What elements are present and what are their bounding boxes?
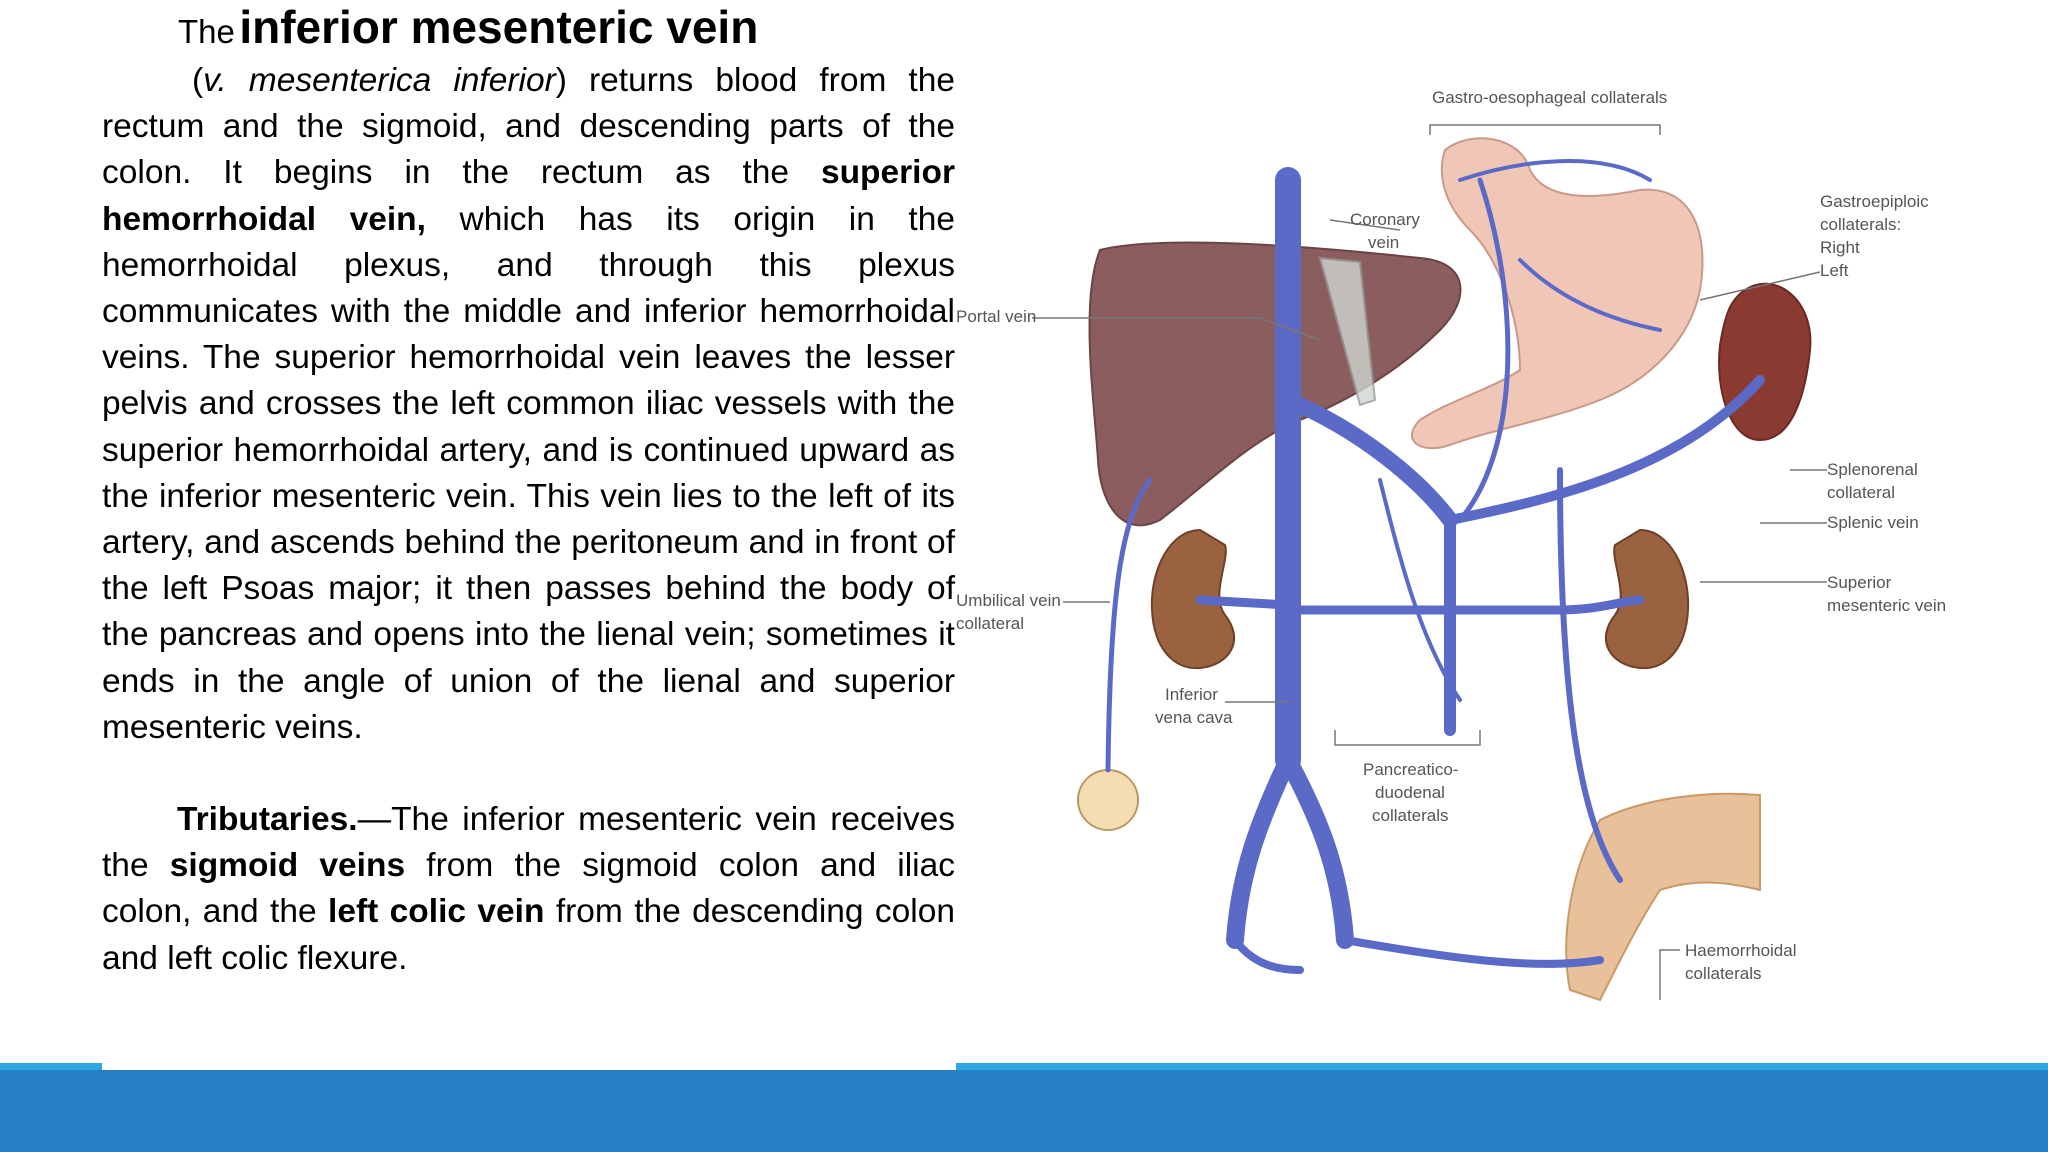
label-pancreatico-1: Pancreatico-	[1363, 760, 1458, 779]
label-haemorrhoidal-1: Haemorrhoidal	[1685, 941, 1797, 960]
label-coronary-2: vein	[1368, 233, 1399, 252]
label-splenorenal-1: Splenorenal	[1827, 460, 1918, 479]
paragraph-tributaries: Tributaries.—The inferior mesenteric vei…	[102, 797, 955, 982]
paragraph2-bold-3: left colic vein	[328, 893, 545, 931]
label-coronary-1: Coronary	[1350, 210, 1420, 229]
slide-title: The inferior mesenteric vein	[178, 0, 958, 60]
title-prefix: The	[178, 13, 235, 50]
label-umbilical-1: Umbilical vein	[956, 591, 1061, 610]
body-text: (v. mesenterica inferior) returns blood …	[102, 58, 955, 982]
paragraph1-bold-1: superior hemorrhoidal vein,	[102, 154, 955, 238]
label-gastroepiploic-4: Left	[1820, 261, 1849, 280]
paragraph2-bold-2: sigmoid veins	[169, 847, 406, 885]
stomach-illustration	[1410, 137, 1704, 450]
paragraph-description: (v. mesenterica inferior) returns blood …	[102, 58, 955, 751]
umbilicus-illustration	[1077, 769, 1139, 831]
footer-stripe-left	[0, 1063, 102, 1070]
paragraph2-text-1: —The inferior mesenteric vein receives t…	[102, 801, 955, 885]
label-ivc-1: Inferior	[1165, 685, 1218, 704]
label-gastro-oesophageal: Gastro-oesophageal collaterals	[1432, 88, 1667, 107]
label-umbilical-2: collateral	[956, 614, 1024, 633]
spleen-illustration	[1718, 282, 1812, 442]
paragraph2-text-2: from the sigmoid colon and iliac colon, …	[102, 847, 955, 931]
right-kidney-illustration	[1604, 528, 1690, 670]
gallbladder	[1318, 256, 1377, 407]
title-main: inferior mesenteric vein	[239, 1, 759, 53]
tributaries-heading: Tributaries.	[177, 801, 358, 839]
left-kidney-illustration	[1150, 528, 1236, 670]
label-pancreatico-3: collaterals	[1372, 806, 1449, 825]
label-gastroepiploic-3: Right	[1820, 238, 1860, 257]
footer-bar	[0, 1070, 2048, 1152]
open-paren: (	[192, 62, 204, 99]
portal-collaterals-figure: Gastro-oesophageal collaterals Coronary …	[955, 60, 1965, 1050]
label-splenic-vein: Splenic vein	[1827, 513, 1919, 532]
paragraph1-text-2: which has its origin in the hemorrhoidal…	[102, 200, 955, 746]
paragraph2-text-3: from the descending colon and left colic…	[102, 893, 956, 977]
label-superior-mesenteric-2: mesenteric vein	[1827, 596, 1946, 615]
vein-network	[1105, 159, 1765, 974]
label-gastroepiploic-2: collaterals:	[1820, 215, 1901, 234]
label-gastroepiploic-1: Gastroepiploic	[1820, 192, 1929, 211]
label-splenorenal-2: collateral	[1827, 483, 1895, 502]
latin-name: v. mesenterica inferior	[203, 62, 556, 99]
colon-illustration	[1565, 792, 1761, 1002]
label-ivc-2: vena cava	[1155, 708, 1233, 727]
label-superior-mesenteric-1: Superior	[1827, 573, 1892, 592]
label-haemorrhoidal-2: collaterals	[1685, 964, 1762, 983]
footer-stripe-right	[956, 1063, 2048, 1070]
paragraph1-text-1: ) returns blood from the rectum and the …	[102, 62, 955, 192]
label-portal-vein: Portal vein	[956, 307, 1036, 326]
label-pancreatico-2: duodenal	[1375, 783, 1445, 802]
